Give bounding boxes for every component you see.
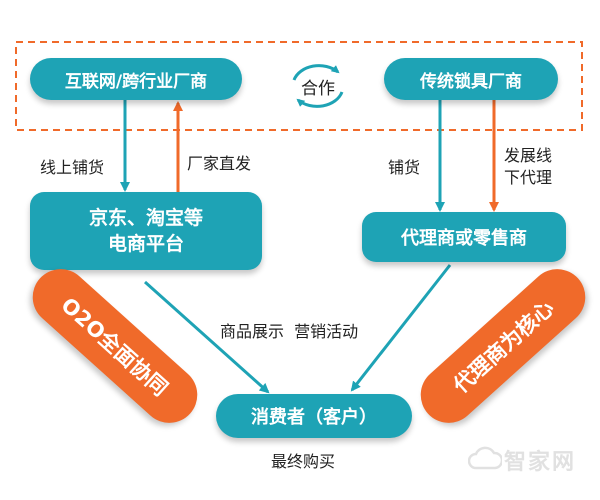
node-traditional-vendor-text: 传统锁具厂商 (420, 71, 522, 92)
node-traditional-vendor: 传统锁具厂商 (384, 58, 558, 100)
node-consumer-text: 消费者（客户） (251, 407, 377, 428)
node-internet-vendor-text: 互联网/跨行业厂商 (64, 71, 208, 92)
node-ecommerce-line2: 电商平台 (107, 233, 184, 255)
node-agent-retailer: 代理商或零售商 (362, 212, 566, 262)
arrow-ecommerce-to-consumer (144, 280, 270, 394)
arrow-agent-to-consumer (350, 264, 452, 392)
label-stocking: 铺货 (388, 158, 421, 177)
label-offline-agent-line2: 下代理 (504, 168, 553, 187)
node-ecommerce-line1: 京东、淘宝等 (88, 207, 203, 229)
node-agent-retailer-text: 代理商或零售商 (401, 228, 527, 249)
label-showcase-marketing: 商品展示 营销活动 (220, 322, 359, 341)
label-offline-agent-line1: 发展线 (504, 146, 553, 165)
node-ecommerce: 京东、淘宝等 电商平台 (30, 192, 262, 270)
label-vendor-direct: 厂家直发 (187, 154, 252, 173)
label-cooperation: 合作 (301, 78, 335, 99)
label-online-stocking: 线上铺货 (40, 158, 105, 177)
cooperation-cycle: 合作 (280, 62, 356, 110)
node-consumer: 消费者（客户） (216, 394, 412, 438)
watermark-text: 智家网 (504, 450, 577, 475)
refresh-cycle-icon (292, 64, 344, 108)
vendor-group-dashed-border (15, 41, 583, 131)
node-internet-vendor: 互联网/跨行业厂商 (30, 58, 242, 100)
cloud-logo-icon (468, 446, 502, 470)
label-final-purchase: 最终购买 (271, 452, 336, 471)
watermark: 智家网 (468, 438, 588, 478)
